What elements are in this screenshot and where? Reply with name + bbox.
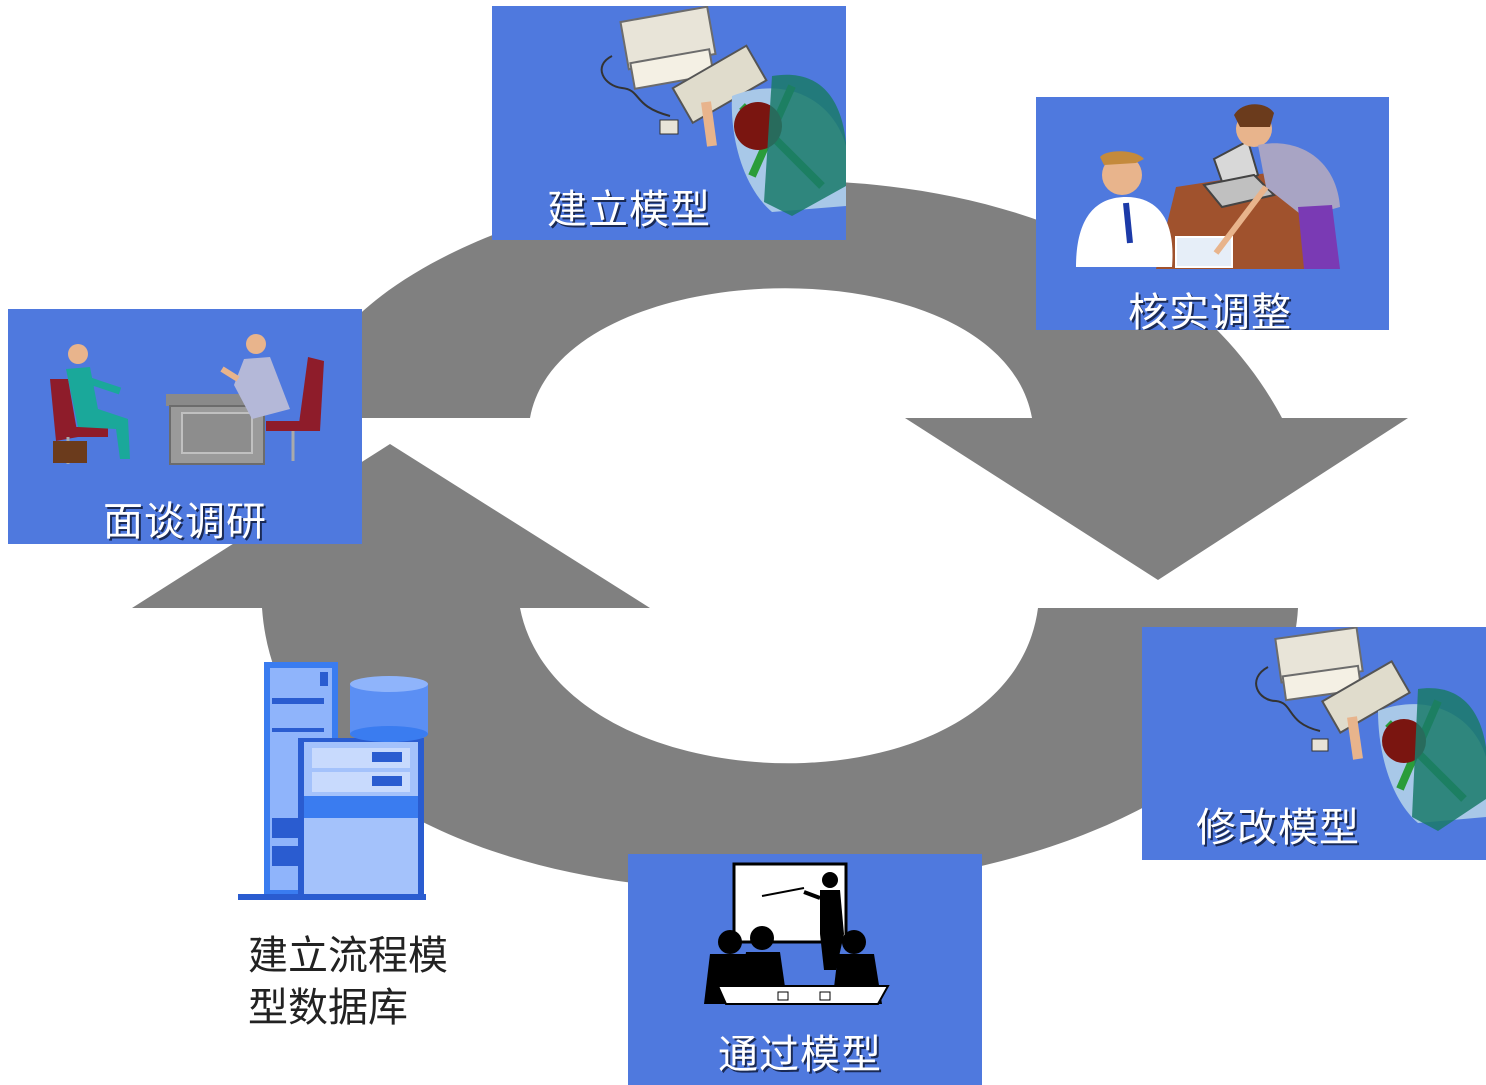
step-card-modify: 修改模型 <box>1142 627 1486 860</box>
review-clipart <box>1076 104 1340 269</box>
step-label-pass: 通过模型 <box>718 1032 882 1078</box>
step-label-interview: 面谈调研 <box>103 499 267 544</box>
step-label-modify: 修改模型 <box>1196 805 1360 851</box>
step-label-verify: 核实调整 <box>1128 290 1292 330</box>
typing-clipart <box>600 6 846 216</box>
database-caption-line1: 建立流程模 <box>248 933 448 979</box>
typing-clipart-2 <box>1255 627 1486 831</box>
database-caption-line2: 型数据库 <box>248 985 408 1031</box>
database-caption: 建立流程模 型数据库 <box>248 930 508 1034</box>
presentation-clipart <box>704 862 890 1005</box>
interview-clipart <box>50 334 324 465</box>
step-card-pass: 通过模型 <box>628 854 982 1085</box>
step-label-build: 建立模型 <box>547 187 711 233</box>
step-card-verify: 核实调整 <box>1036 97 1389 330</box>
step-card-build: 建立模型 <box>492 6 846 240</box>
server-database-icon <box>238 662 428 900</box>
step-card-interview: 面谈调研 <box>8 309 362 544</box>
